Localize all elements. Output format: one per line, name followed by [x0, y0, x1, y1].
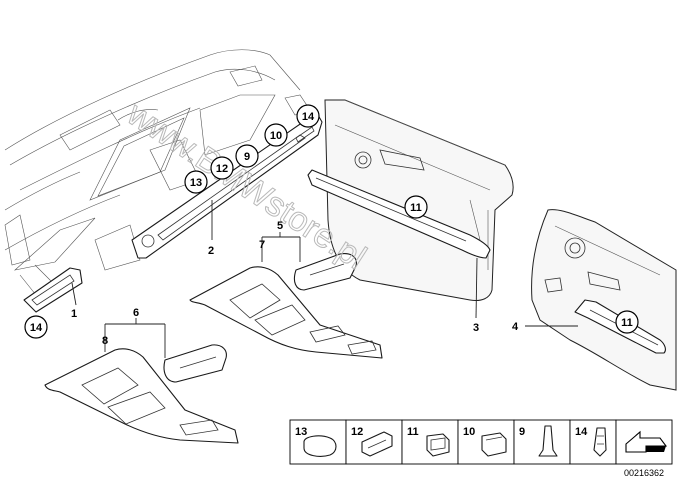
part-number-1: 1	[71, 308, 77, 320]
svg-text:11: 11	[407, 426, 419, 438]
callout-13: 13	[184, 170, 208, 194]
circle-callouts: 14 10 9 12 13 11 11 14	[24, 104, 639, 339]
clip-11-icon	[426, 433, 450, 457]
legend-item-9: 9	[513, 419, 571, 465]
part-6-cover	[163, 344, 227, 383]
part-number-3: 3	[473, 322, 479, 334]
part-3-door-strip	[307, 169, 491, 259]
callout-11-rear-door: 11	[615, 310, 639, 334]
clip-13-icon	[303, 435, 337, 457]
legend-item-11: 11	[401, 419, 459, 465]
part-number-6: 6	[133, 307, 139, 319]
part-number-7: 7	[259, 239, 265, 251]
svg-text:14: 14	[302, 111, 315, 123]
svg-text:10: 10	[463, 426, 475, 438]
document-number: 00216362	[624, 468, 664, 478]
legend-strip: 13 12 11 10 9	[289, 419, 673, 465]
svg-text:14: 14	[575, 426, 588, 438]
part-1-trim	[23, 267, 83, 313]
svg-text:11: 11	[410, 202, 422, 214]
part-5-cover	[293, 253, 357, 291]
part-7-console-trim	[189, 266, 383, 359]
legend-item-10: 10	[457, 419, 515, 465]
svg-text:12: 12	[351, 426, 363, 438]
legend-item-12: 12	[345, 419, 403, 465]
legend-item-14: 14	[569, 419, 617, 465]
part-number-5: 5	[277, 220, 283, 232]
rear-door-panel	[531, 209, 677, 391]
svg-text:9: 9	[519, 426, 525, 438]
part-number-8: 8	[102, 335, 108, 347]
callout-14-trim: 14	[24, 315, 48, 339]
dashboard-illustration	[4, 49, 311, 301]
part-2-dash-trim	[131, 114, 323, 259]
svg-text:9: 9	[244, 151, 250, 163]
clip-14-icon	[593, 427, 607, 457]
svg-text:13: 13	[190, 177, 202, 189]
legend-arrow-symbol	[615, 419, 673, 465]
svg-text:10: 10	[270, 130, 282, 142]
callout-14-dash: 14	[296, 104, 320, 128]
legend-item-13: 13	[289, 419, 347, 465]
part-number-labels: 1 2 3 4 5 7 6 8	[71, 220, 519, 347]
svg-text:11: 11	[621, 317, 633, 329]
pin-9-icon	[538, 425, 558, 457]
part-number-4: 4	[512, 321, 519, 333]
svg-text:13: 13	[295, 426, 307, 438]
part-8-console-trim	[44, 348, 239, 444]
callout-11-front-door: 11	[404, 195, 428, 219]
part-number-2: 2	[208, 245, 214, 257]
callout-9: 9	[235, 144, 259, 168]
clip-10-icon	[481, 432, 507, 457]
callout-12: 12	[210, 156, 234, 180]
svg-text:14: 14	[30, 322, 43, 334]
svg-text:12: 12	[216, 163, 228, 175]
leader-lines	[71, 200, 578, 358]
callout-10: 10	[264, 123, 288, 147]
